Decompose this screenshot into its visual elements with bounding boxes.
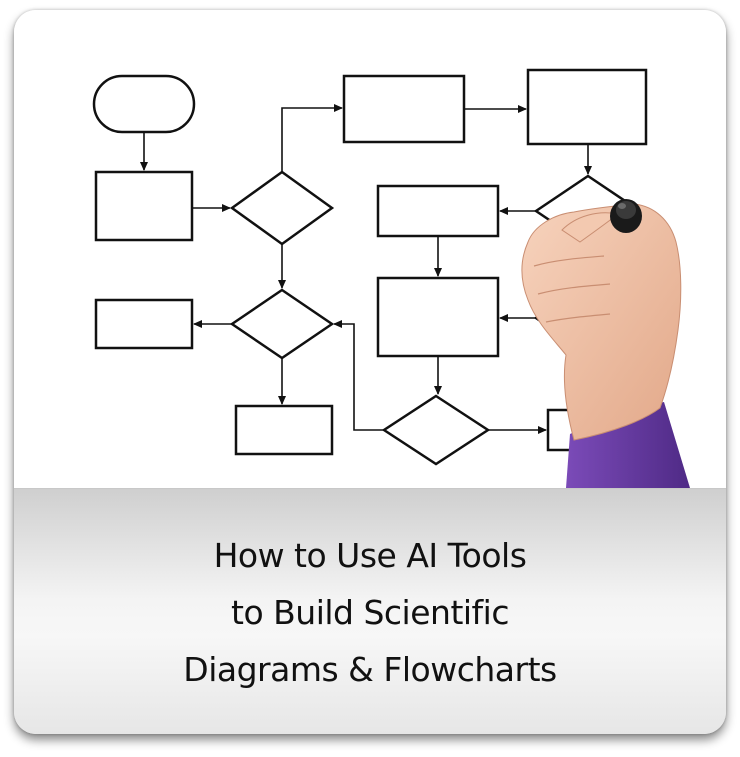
decision-diamond-bottom — [381, 394, 491, 466]
connector — [281, 104, 343, 172]
card: How to Use AI Tools to Build Scientific … — [14, 10, 726, 734]
title-line-1: How to Use AI Tools — [213, 536, 527, 575]
process-box-left — [94, 298, 194, 350]
page-title: How to Use AI Tools to Build Scientific … — [14, 527, 726, 698]
title-line-3: Diagrams & Flowcharts — [183, 650, 557, 689]
process-box-top-2 — [526, 68, 648, 146]
hand-with-marker — [521, 199, 690, 488]
start-terminal — [92, 74, 196, 134]
decision-diamond-1 — [229, 170, 335, 246]
process-box-bottom — [234, 404, 334, 456]
hand — [521, 203, 682, 441]
flowchart-illustration — [14, 10, 726, 488]
finger-line — [537, 283, 611, 295]
process-box-1 — [94, 170, 194, 242]
marker-icon — [610, 199, 642, 233]
title-line-2: to Build Scientific — [231, 593, 509, 632]
process-box-mid-2 — [376, 276, 500, 358]
flowchart-svg — [92, 68, 690, 488]
caption-banner: How to Use AI Tools to Build Scientific … — [14, 488, 726, 734]
finger-line — [533, 255, 605, 267]
finger-line — [545, 313, 611, 323]
process-box-mid-1 — [376, 184, 500, 238]
process-box-top-1 — [342, 74, 466, 144]
connector — [333, 320, 384, 431]
decision-diamond-2 — [229, 288, 335, 360]
